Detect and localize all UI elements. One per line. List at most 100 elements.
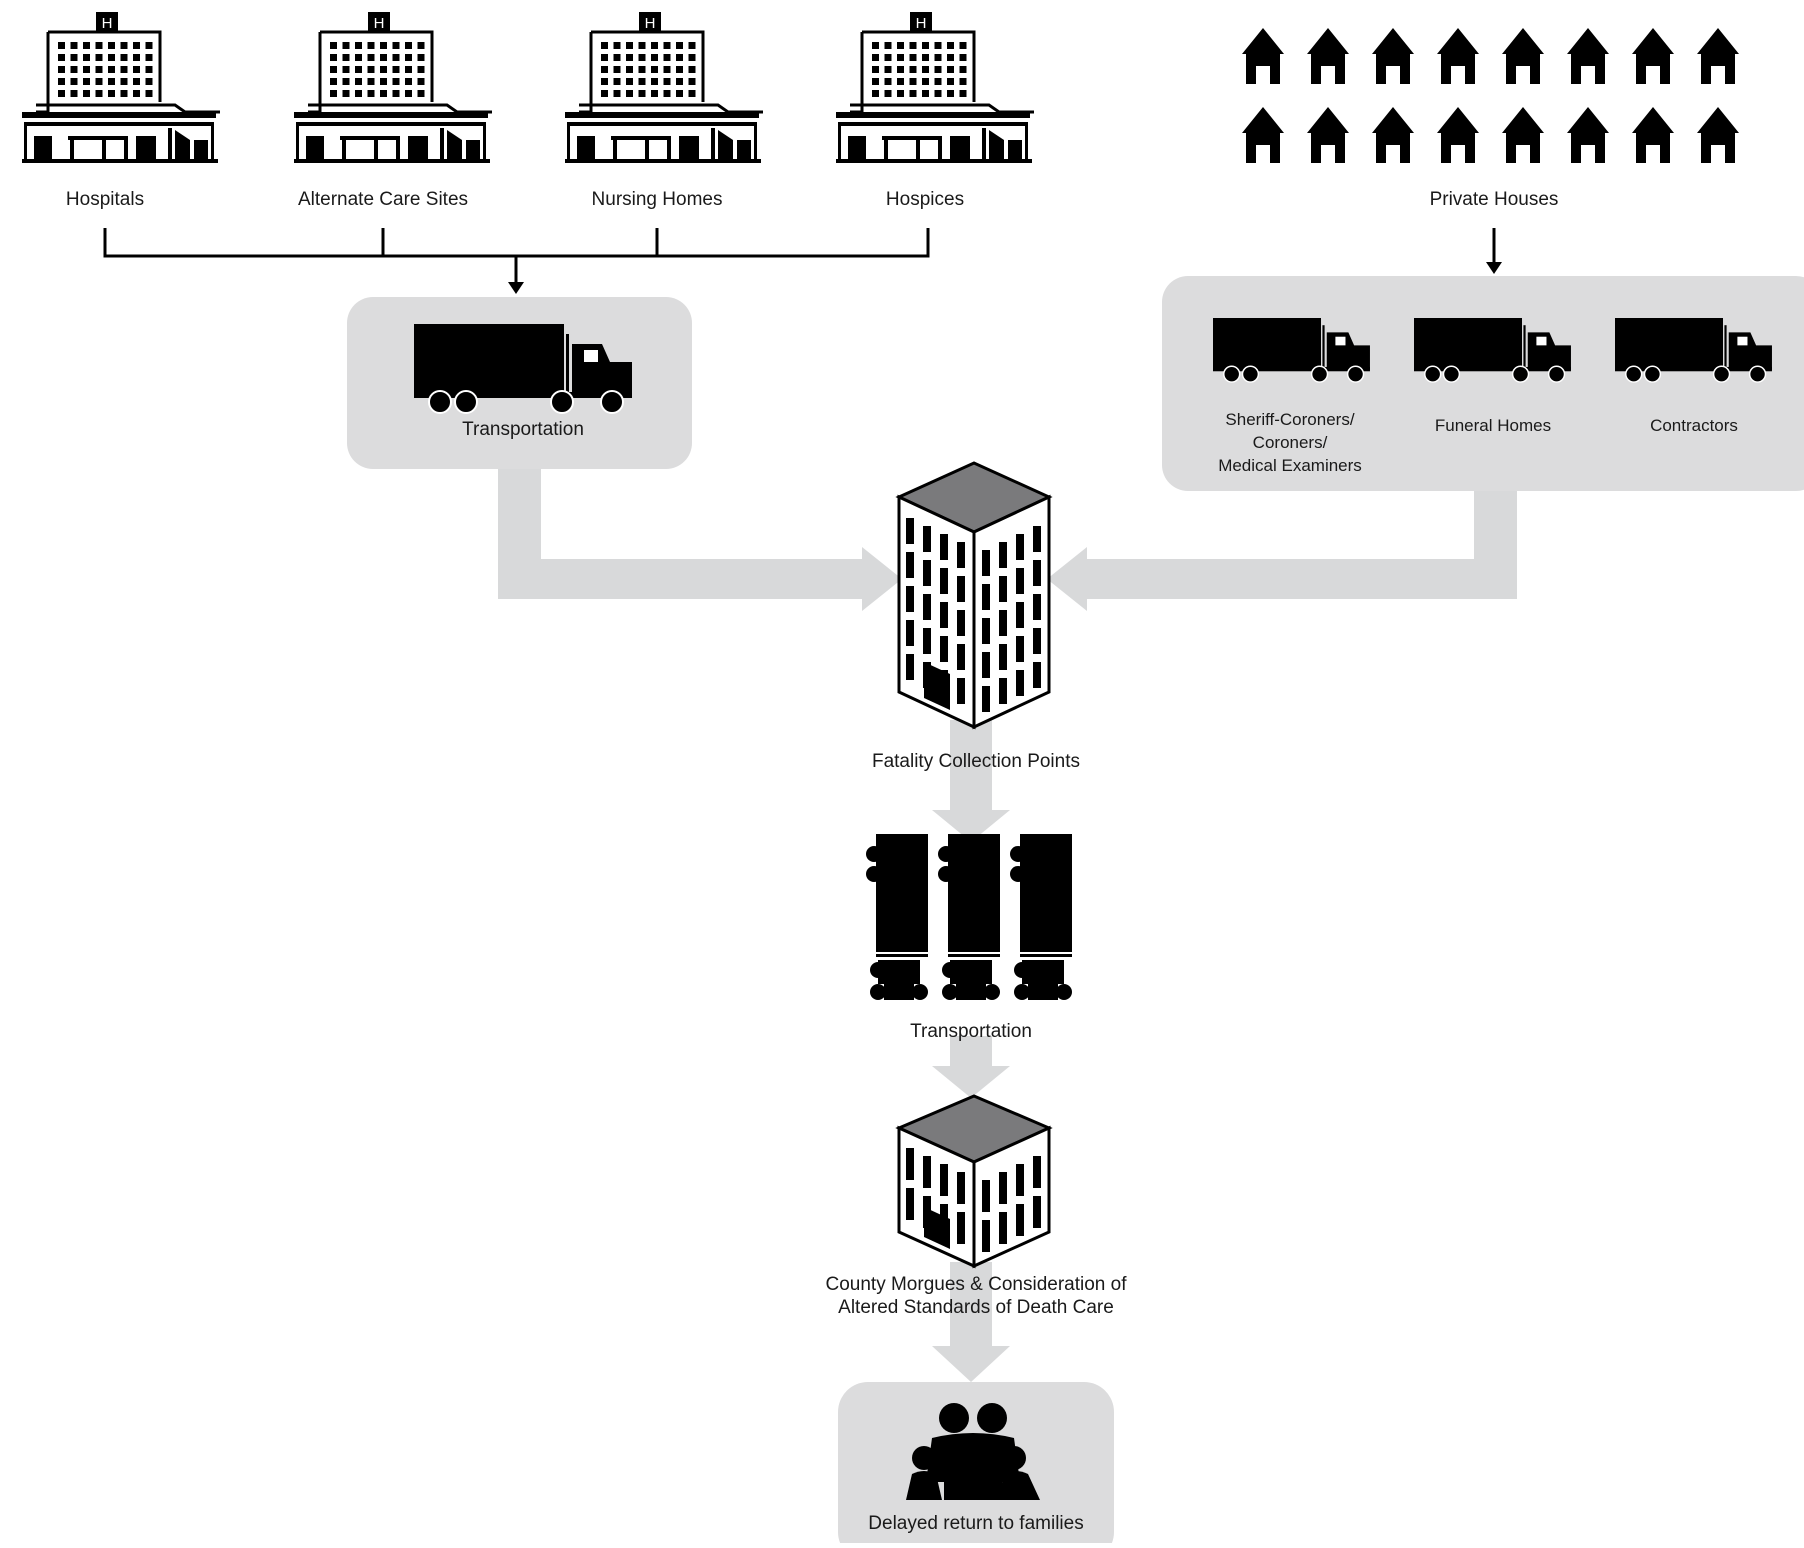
transport-left-label: Transportation (462, 419, 584, 440)
building-window (906, 1148, 914, 1180)
building-window (957, 678, 965, 704)
building-window (940, 636, 948, 662)
transport-middle-label: Transportation (910, 1021, 1032, 1042)
building-window (1033, 662, 1041, 688)
building-window (1033, 1156, 1041, 1188)
truck-top-view-icon (938, 834, 1000, 1000)
truck-top-view-icon (866, 834, 928, 1000)
building-window (906, 620, 914, 646)
house-icon (1567, 107, 1609, 163)
building-window (1016, 602, 1024, 628)
building-window (906, 552, 914, 578)
building-window (999, 1212, 1007, 1244)
building-window (940, 534, 948, 560)
house-icon (1697, 28, 1739, 84)
building-window (906, 586, 914, 612)
facility-label-hospitals: Hospitals (65, 189, 145, 210)
building-window (982, 1180, 990, 1212)
house-icon (1307, 28, 1349, 84)
building-window (923, 560, 931, 586)
house-icon (1307, 107, 1349, 163)
building-window (1016, 534, 1024, 560)
building-window (999, 576, 1007, 602)
families-label: Delayed return to families (868, 1513, 1084, 1534)
contractors-label: Contractors (1650, 416, 1738, 435)
fatality-collection-label: Fatality Collection Points (871, 751, 1081, 772)
house-icon (1242, 28, 1284, 84)
building-window (999, 644, 1007, 670)
private-houses-arrow (1486, 228, 1502, 274)
building-window (906, 654, 914, 680)
building-window (1033, 1196, 1041, 1228)
house-icon (1697, 107, 1739, 163)
building-window (940, 1164, 948, 1196)
building-window (1016, 568, 1024, 594)
building-door (924, 662, 950, 710)
building-window (923, 594, 931, 620)
building-window (1033, 628, 1041, 654)
house-icon (1437, 28, 1479, 84)
building-window (999, 542, 1007, 568)
facility-label-alternate-care-sites: Alternate Care Sites (297, 189, 469, 210)
facility-label-nursing-homes: Nursing Homes (591, 189, 723, 210)
sheriff-coroners-line-2: Coroners/ (1252, 433, 1328, 452)
county-morgue-building-icon (895, 1094, 1053, 1269)
house-icon (1502, 107, 1544, 163)
building-window (1033, 526, 1041, 552)
house-icon (1372, 28, 1414, 84)
building-window (957, 610, 965, 636)
building-window (982, 550, 990, 576)
funeral-homes-label: Funeral Homes (1434, 416, 1552, 435)
building-window (1016, 670, 1024, 696)
connector-arrowhead (508, 282, 524, 294)
building-window (1033, 594, 1041, 620)
building-window (957, 576, 965, 602)
building-window (982, 652, 990, 678)
hospices-icon (834, 10, 1036, 165)
building-window (923, 1156, 931, 1188)
building-window (999, 678, 1007, 704)
nursing-homes-icon (563, 10, 765, 165)
facilities-connector (103, 228, 930, 286)
sheriff-coroners-line-3: Medical Examiners (1218, 456, 1362, 475)
building-door (924, 1207, 950, 1249)
sheriff-coroners-label: Sheriff-Coroners/ Coroners/ Medical Exam… (1190, 408, 1390, 477)
truck-top-view-icon (1010, 834, 1072, 1000)
private-houses-group (1242, 28, 1739, 163)
building-window (999, 1172, 1007, 1204)
house-icon (1632, 107, 1674, 163)
building-window (906, 518, 914, 544)
building-window (923, 628, 931, 654)
building-window (923, 526, 931, 552)
house-icon (1372, 107, 1414, 163)
building-window (940, 568, 948, 594)
house-icon (1242, 107, 1284, 163)
house-icon (1437, 107, 1479, 163)
building-window (982, 618, 990, 644)
family-icon (906, 1403, 1040, 1500)
house-icon (1632, 28, 1674, 84)
house-icon (1567, 28, 1609, 84)
building-window (999, 610, 1007, 636)
building-window (957, 644, 965, 670)
county-morgues-label: County Morgues & Consideration of Altere… (781, 1273, 1171, 1319)
private-houses-label: Private Houses (1429, 189, 1559, 210)
building-window (957, 1212, 965, 1244)
building-window (982, 584, 990, 610)
transport-middle-trucks (866, 834, 1072, 1000)
hospitals-icon (20, 10, 222, 165)
building-window (982, 686, 990, 712)
flow-arrows (498, 466, 1517, 1382)
building-window (982, 1220, 990, 1252)
county-morgues-line-1: County Morgues & Consideration of (825, 1274, 1127, 1295)
sheriff-coroners-line-1: Sheriff-Coroners/ (1225, 410, 1355, 429)
building-window (1033, 560, 1041, 586)
building-window (1016, 1164, 1024, 1196)
facility-label-hospices: Hospices (885, 189, 965, 210)
building-window (957, 542, 965, 568)
alternate-care-sites-icon (292, 10, 494, 165)
building-window (940, 602, 948, 628)
building-window (957, 1172, 965, 1204)
